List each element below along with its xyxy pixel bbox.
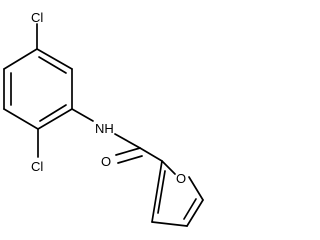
ring-bond [36,48,73,70]
chemical-structure-diagram: Cl Cl NH O O [3,10,204,227]
carbonyl-oxygen-label: O [101,154,111,169]
c-n-bond [71,108,94,122]
carbonyl-bond [115,147,141,156]
furan-oxygen-label: O [176,171,186,186]
amine-nh-label: NH [95,121,114,136]
furan-bond [188,176,204,201]
furan-double-bond [157,170,166,214]
furan-ring [151,160,204,227]
n-c-amide-bond [114,133,141,149]
chlorine-top-label: Cl [31,10,43,25]
furan-double-bond [183,198,197,220]
furan-bond [151,221,188,227]
ring-bond [3,48,38,70]
carbonyl-double-bond [117,155,143,164]
ring-bond [37,108,73,130]
dichlorophenyl-ring [3,48,73,130]
furan-bond [186,199,204,227]
chlorine-bottom-label: Cl [31,159,43,174]
furan-bond [161,160,176,175]
c-furan-bond [139,147,163,162]
ring-double-bond [38,56,67,74]
ring-bond [3,108,39,130]
furan-bond [151,160,163,223]
ring-double-bond [39,104,67,122]
